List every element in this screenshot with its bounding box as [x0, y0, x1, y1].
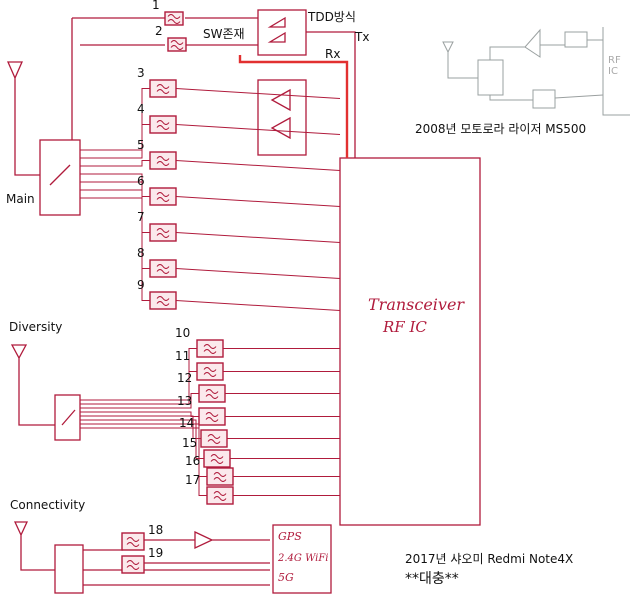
filter-13: [198, 407, 226, 426]
rx-line: [238, 55, 349, 158]
filter-number: 11: [175, 349, 191, 363]
filter-15: [203, 449, 231, 468]
filter-8: [149, 259, 177, 278]
main-antenna-icon: [7, 61, 40, 176]
old-rfic-label: RF IC: [608, 55, 621, 77]
filter-wave-icon: [156, 296, 170, 306]
filter-1: [164, 11, 184, 26]
connectivity-label: Connectivity: [10, 498, 86, 512]
filter-wave-icon: [205, 412, 219, 422]
filter-wave-icon: [156, 84, 170, 94]
filter-10: [196, 339, 224, 358]
diversity-label: Diversity: [9, 320, 63, 334]
filter-18: [121, 532, 145, 551]
tdd-switch-box: [257, 9, 307, 56]
old-sketch: [442, 27, 630, 116]
signal-line: [80, 427, 340, 496]
caption-2017: 2017년 샤오미 Redmi Note4X: [405, 552, 574, 566]
wifi24-label: 2.4G WiFi: [278, 553, 329, 564]
filter-14: [200, 429, 228, 448]
sw-label: SW존재: [203, 27, 245, 41]
filter-wave-icon: [170, 40, 184, 50]
filter-number: 18: [148, 523, 164, 537]
filter-number: 2: [155, 24, 163, 38]
filter-number: 13: [177, 394, 193, 408]
filter-7: [149, 223, 177, 242]
filter-number: 5: [137, 138, 145, 152]
filter-wave-icon: [126, 560, 140, 570]
filter-wave-icon: [156, 228, 170, 238]
filter-17: [206, 486, 234, 505]
filter-number: 9: [137, 278, 145, 292]
main-label: Main: [6, 192, 35, 206]
signal-line: [80, 197, 341, 311]
filter-wave-icon: [213, 472, 227, 482]
filter-wave-icon: [156, 192, 170, 202]
transceiver-subtitle: RF IC: [383, 318, 427, 336]
signal-line: [80, 160, 341, 171]
filter-number: 16: [185, 454, 201, 468]
filter-wave-icon: [203, 344, 217, 354]
main-switch: [39, 139, 81, 216]
connectivity-ic-box: [272, 524, 332, 594]
filter-wave-icon: [210, 454, 224, 464]
filter-number: 15: [182, 436, 198, 450]
filter-wave-icon: [213, 491, 227, 501]
filter-19: [121, 555, 145, 574]
filter-number: 8: [137, 246, 145, 260]
filter-3: [149, 79, 177, 98]
filter-9: [149, 291, 177, 310]
signal-line: [80, 124, 341, 159]
tdd-label: TDD방식: [308, 10, 356, 24]
signal-line: [80, 393, 340, 409]
filter-number: 1: [152, 0, 160, 12]
filter-number: 19: [148, 546, 164, 560]
connectivity-antenna-icon: [13, 521, 55, 571]
filter-5: [149, 151, 177, 170]
filter-number: 4: [137, 102, 145, 116]
filter-12: [198, 384, 226, 403]
filter-number: 10: [175, 326, 191, 340]
signal-line: [80, 88, 341, 151]
pa-box: [257, 79, 307, 156]
filter-number: 3: [137, 66, 145, 80]
signal-line: [80, 411, 340, 417]
transceiver-box: [339, 157, 481, 526]
filter-6: [149, 187, 177, 206]
gps-label: GPS: [278, 530, 302, 543]
filter-4: [149, 115, 177, 134]
filter-number: 6: [137, 174, 145, 188]
transceiver-title: Transceiver: [368, 295, 465, 314]
filter-number: 17: [185, 473, 201, 487]
caption-note: **대충**: [405, 571, 459, 587]
filter-wave-icon: [203, 367, 217, 377]
signal-line: [80, 419, 340, 459]
diversity-antenna-icon: [10, 344, 55, 426]
signal-line: [80, 181, 341, 243]
filter-wave-icon: [156, 156, 170, 166]
filter-11: [196, 362, 224, 381]
wifi5-label: 5G: [278, 571, 294, 584]
rx-label: Rx: [325, 47, 341, 61]
filter-16: [206, 467, 234, 486]
caption-2008: 2008년 모토로라 라이저 MS500: [415, 122, 587, 136]
filter-number: 12: [177, 371, 193, 385]
signal-line: [80, 415, 340, 439]
filter-wave-icon: [205, 389, 219, 399]
filter-wave-icon: [207, 434, 221, 444]
diversity-switch: [54, 394, 81, 441]
filter-wave-icon: [126, 537, 140, 547]
filter-2: [167, 37, 187, 52]
filter-wave-icon: [156, 264, 170, 274]
filter-wave-icon: [156, 120, 170, 130]
filter-wave-icon: [167, 14, 181, 24]
signal-line: [80, 371, 340, 405]
tx-label: Tx: [355, 30, 370, 44]
filter-number: 14: [179, 416, 195, 430]
connectivity-diplexer: [54, 544, 84, 594]
filter-number: 7: [137, 210, 145, 224]
